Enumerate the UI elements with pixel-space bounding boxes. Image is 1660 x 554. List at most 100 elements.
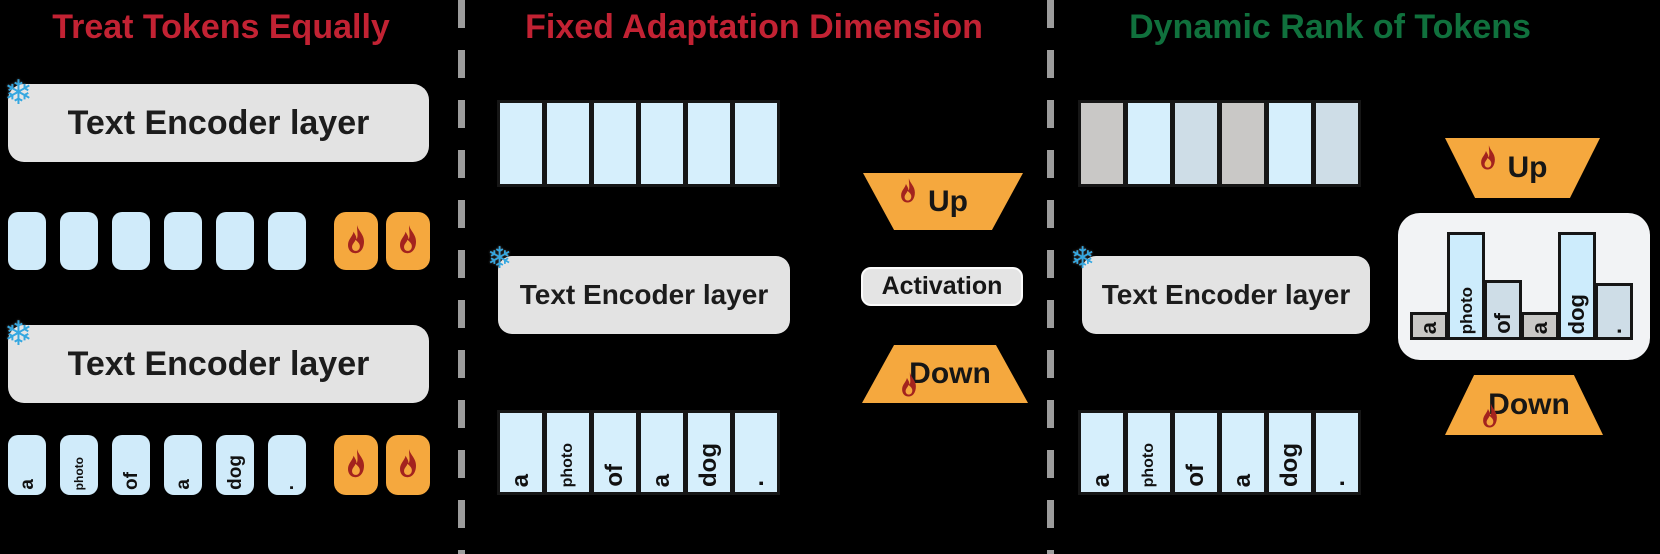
flame-icon [902,372,916,397]
trainable-token [334,435,378,495]
flame-icon [901,178,915,203]
down-label: Down [909,357,991,390]
ranked-feature-cell [1313,100,1361,187]
trainable-token [386,435,430,495]
token-cell: . [1313,410,1361,495]
text-encoder-layer-label: Text Encoder layer [67,344,370,383]
rank-bar: . [1595,283,1633,340]
rank-bar: a [1521,312,1559,340]
token-label: a [1088,473,1115,487]
token-label: a [648,473,675,487]
lora-up-projection: Up [863,173,1023,230]
frozen-token [60,212,98,270]
token-label: dog [1276,443,1303,487]
rank-bar: dog [1558,232,1596,340]
ranked-feature-cell [1266,100,1314,187]
frozen-token: . [268,435,306,495]
output-feature-row [497,100,790,187]
panel-divider-right [1047,0,1054,554]
flame-icon [1481,145,1495,170]
token-label: a [1229,473,1256,487]
token-label: photo [72,456,86,490]
lora-down-projection: Down [1445,375,1603,435]
ranked-feature-cell [1219,100,1267,187]
feature-cell [591,100,639,187]
frozen-token: photo [60,435,98,495]
token-cell: a [497,410,545,495]
feature-cell [544,100,592,187]
snowflake-icon: ❄ [4,315,33,353]
rank-bar: a [1410,312,1448,340]
token-label: a [1527,321,1552,334]
flame-icon [348,225,364,254]
down-label: Down [1488,388,1570,421]
token-label: photo [559,442,576,487]
activation-label: Activation [881,272,1003,300]
token-label: dog [1564,293,1589,334]
token-label: dog [224,455,246,490]
frozen-token: a [8,435,46,495]
panel3-title: Dynamic Rank of Tokens [1129,8,1531,46]
input-token-row: a photo of a dog . [1078,410,1371,495]
token-label: . [742,480,769,487]
trainable-token [386,212,430,270]
ranked-feature-cell [1172,100,1220,187]
token-cell: a [1078,410,1126,495]
frozen-token [216,212,254,270]
token-cell: photo [1125,410,1173,495]
token-cell: photo [544,410,592,495]
token-label: a [1416,321,1441,334]
text-encoder-layer-label: Text Encoder layer [1101,279,1351,310]
token-label: . [1323,480,1350,487]
text-encoder-layer-box: Text Encoder layer [8,325,429,403]
frozen-token [164,212,202,270]
input-token-row: a photo of a dog . [497,410,790,495]
token-label: photo [1140,442,1157,487]
token-cell: . [732,410,780,495]
token-label: of [120,472,142,490]
token-label: . [276,484,298,490]
flame-icon [400,449,416,478]
token-rank-bar-chart: a photo of a dog . [1410,213,1633,340]
token-label: photo [1456,286,1476,334]
text-encoder-layer-label: Text Encoder layer [67,103,370,142]
text-encoder-layer-box: Text Encoder layer [1082,256,1370,334]
lora-down-projection: Down [862,345,1028,403]
flame-icon [1483,403,1497,428]
text-encoder-layer-box: Text Encoder layer [498,256,790,334]
frozen-token: a [164,435,202,495]
token-cell: dog [1266,410,1314,495]
ranked-feature-row [1078,100,1371,187]
panel-divider-left [458,0,465,554]
flame-icon [348,449,364,478]
token-label: of [601,464,628,487]
feature-cell [685,100,733,187]
token-cell: of [591,410,639,495]
ranked-feature-cell [1078,100,1126,187]
frozen-token: dog [216,435,254,495]
snowflake-icon: ❄ [1070,242,1096,275]
lora-up-projection: Up [1445,138,1600,198]
up-label: Up [928,184,968,218]
activation-box: Activation [861,267,1023,306]
feature-cell [638,100,686,187]
up-label: Up [1507,151,1548,184]
feature-cell [497,100,545,187]
frozen-token [8,212,46,270]
panel1-title: Treat Tokens Equally [52,8,390,46]
trainable-token [334,212,378,270]
text-encoder-layer-label: Text Encoder layer [519,279,769,310]
token-cell: of [1172,410,1220,495]
flame-icon [400,225,416,254]
text-encoder-layer-box: Text Encoder layer [8,84,429,162]
feature-cell [732,100,780,187]
token-label: a [507,473,534,487]
token-label: of [1182,464,1209,487]
snowflake-icon: ❄ [4,74,33,112]
token-label: . [1601,327,1626,334]
rank-bar: of [1484,280,1522,340]
token-cell: a [638,410,686,495]
frozen-token [268,212,306,270]
panel2-title: Fixed Adaptation Dimension [525,8,983,46]
